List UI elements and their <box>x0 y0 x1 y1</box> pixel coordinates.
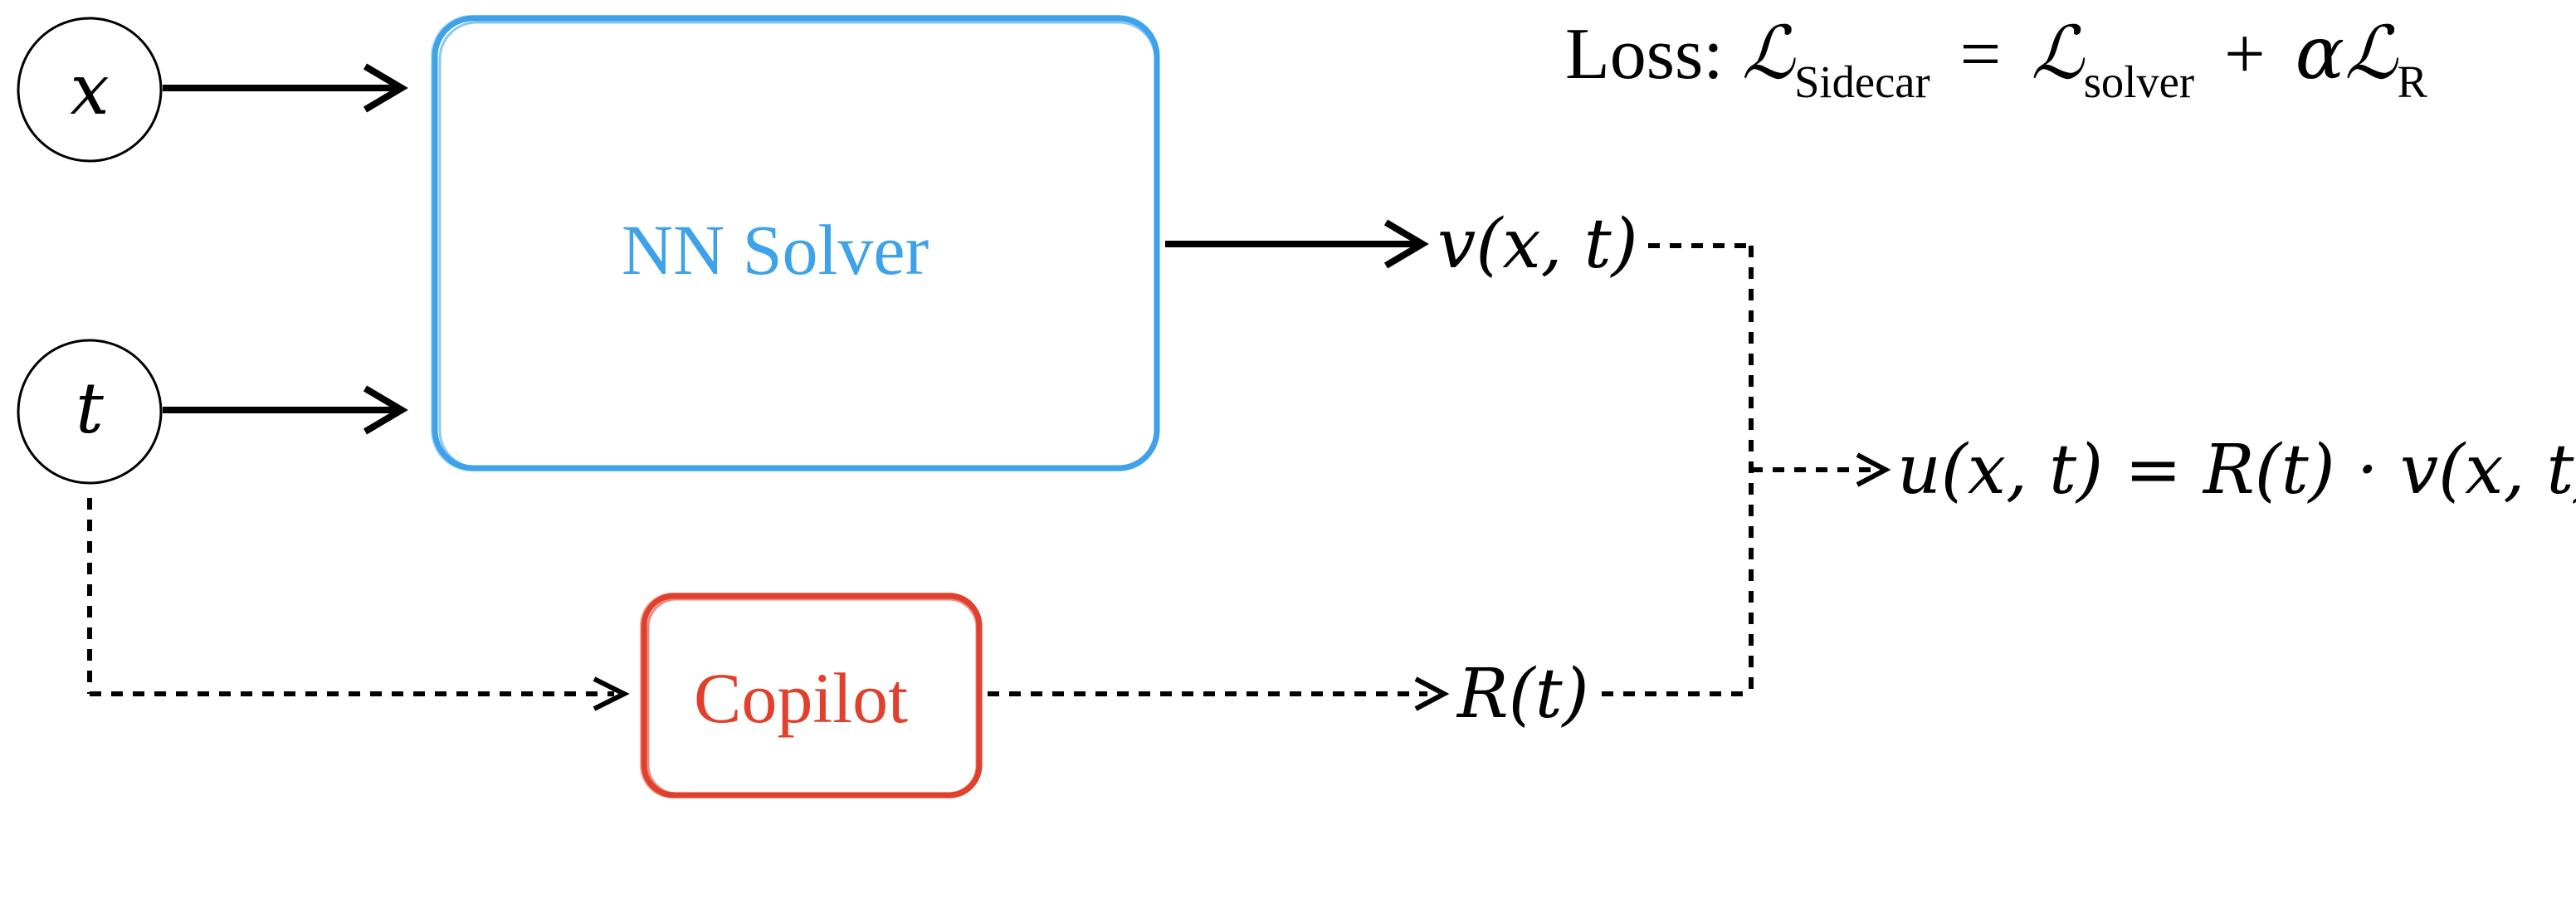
loss-eq: = <box>1959 14 2002 95</box>
loss-lhs-symbol: ℒ <box>1741 10 1795 95</box>
arrow-x-to-solver <box>163 63 408 113</box>
loss-solver-sub: solver <box>2083 56 2194 107</box>
nn-solver-label: NN Solver <box>622 210 929 290</box>
loss-prefix: Loss: <box>1565 14 1724 95</box>
arrow-t-to-solver <box>163 385 408 435</box>
nn-solver-box <box>431 15 1160 471</box>
loss-alpha: α <box>2295 10 2345 95</box>
arrowhead-r <box>1414 676 1450 711</box>
arrowhead-u <box>1856 452 1891 487</box>
input-label-x: x <box>70 49 110 130</box>
output-v: v(x, t) <box>1437 205 1638 284</box>
loss-r-sub: R <box>2397 56 2427 107</box>
copilot-box <box>640 593 983 798</box>
output-r: R(t) <box>1457 655 1589 734</box>
dashed-merge-to-u <box>1602 243 1872 696</box>
loss-solver-symbol: ℒ <box>2031 10 2084 95</box>
copilot-label: Copilot <box>694 658 909 738</box>
dashed-t-to-copilot <box>87 498 614 696</box>
input-label-t: t <box>76 368 104 449</box>
loss-formula: Loss: ℒSidecar = ℒsolver + αℒR <box>1565 17 2427 105</box>
input-node-x <box>17 17 163 163</box>
output-u: u(x, t) = R(t) · v(x, t) <box>1897 431 2576 510</box>
loss-lhs-sub: Sidecar <box>1794 56 1930 107</box>
loss-r-symbol: ℒ <box>2344 10 2398 95</box>
arrowhead-copilot-input <box>593 676 630 711</box>
arrow-solver-to-v <box>1165 219 1429 269</box>
input-node-t <box>17 339 163 485</box>
loss-plus: + <box>2224 14 2266 95</box>
